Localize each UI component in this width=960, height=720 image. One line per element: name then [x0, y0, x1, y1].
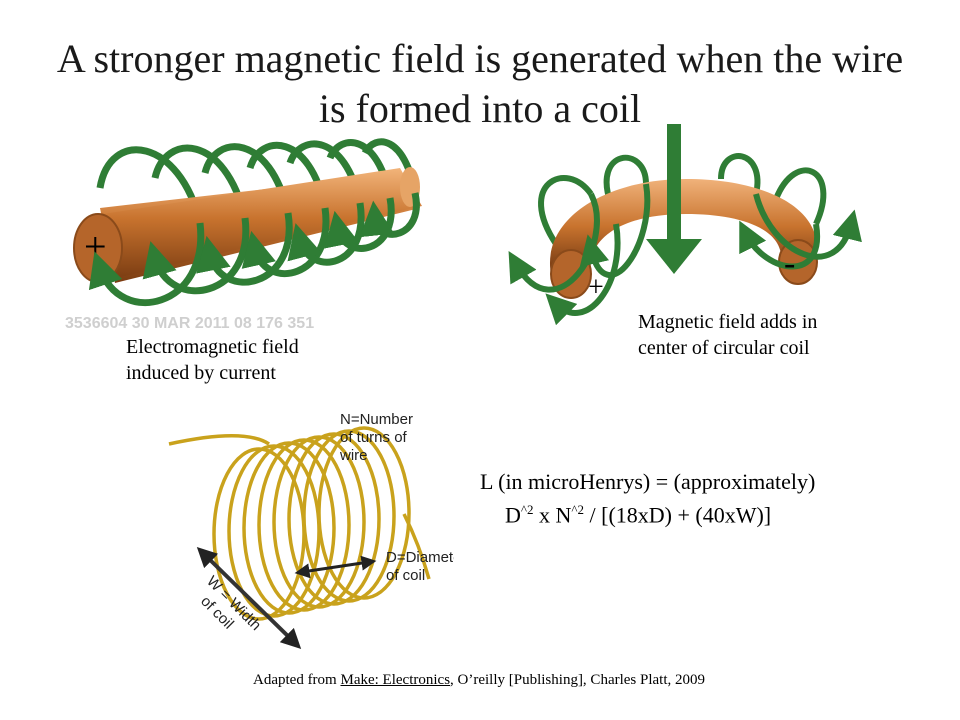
diameter-arrow: [294, 555, 377, 579]
figure2-caption-line1: Magnetic field adds in: [638, 311, 818, 333]
credit-book-title: Make: Electronics: [340, 672, 451, 688]
credit-prefix: Adapted from: [253, 672, 341, 688]
figure1-caption-line1: Electromagnetic field: [126, 336, 299, 358]
circular-wire: [549, 179, 818, 274]
d-label-line1: D=Diameter: [386, 549, 454, 566]
n-label-line2: of turns of: [340, 429, 408, 446]
positive-terminal-label: +: [84, 224, 107, 269]
formula-exp2: ^2: [571, 502, 584, 517]
negative-terminal-label: -: [784, 245, 795, 282]
inductance-formula: L (in microHenrys) = (approximately) D^2…: [480, 468, 815, 529]
d-label-line2: of coil: [386, 567, 425, 584]
n-label-line3: wire: [339, 447, 368, 464]
slide-title: A stronger magnetic field is generated w…: [56, 36, 904, 131]
formula-line1: L (in microHenrys) = (approximately): [480, 469, 816, 494]
formula-d: D: [505, 502, 521, 528]
figure2-caption: Magnetic field adds in center of circula…: [638, 309, 817, 361]
credit-suffix: , O’reilly [Publishing], Charles Platt, …: [450, 672, 706, 688]
center-field-arrow: [646, 124, 702, 274]
positive-terminal-label: +: [588, 272, 604, 303]
formula-mid: x N: [533, 502, 572, 528]
figure2-caption-line2: center of circular coil: [638, 337, 810, 359]
formula-rest: / [(18xD) + (40xW)]: [584, 502, 772, 528]
formula-exp1: ^2: [520, 502, 534, 517]
figure1-caption-line2: induced by current: [126, 362, 276, 384]
coil-turns: [168, 426, 431, 621]
circular-coil-diagram: + -: [508, 124, 862, 326]
helical-coil-diagram: N=Number of turns of wire D=Diameter of …: [168, 411, 454, 649]
watermark-text: 3536604 30 MAR 2011 08 176 351: [65, 315, 314, 332]
n-label-line1: N=Number: [340, 411, 413, 428]
figure1-caption: Electromagnetic field induced by current: [126, 334, 299, 386]
straight-wire-diagram: 3536604 30 MAR 2011 08 176 351 +: [65, 138, 422, 332]
source-credit: Adapted from Make: Electronics, O’reilly…: [253, 672, 705, 689]
formula-line2: D^2 x N^2 / [(18xD) + (40xW)]: [480, 496, 815, 529]
width-arrow: [196, 547, 302, 649]
